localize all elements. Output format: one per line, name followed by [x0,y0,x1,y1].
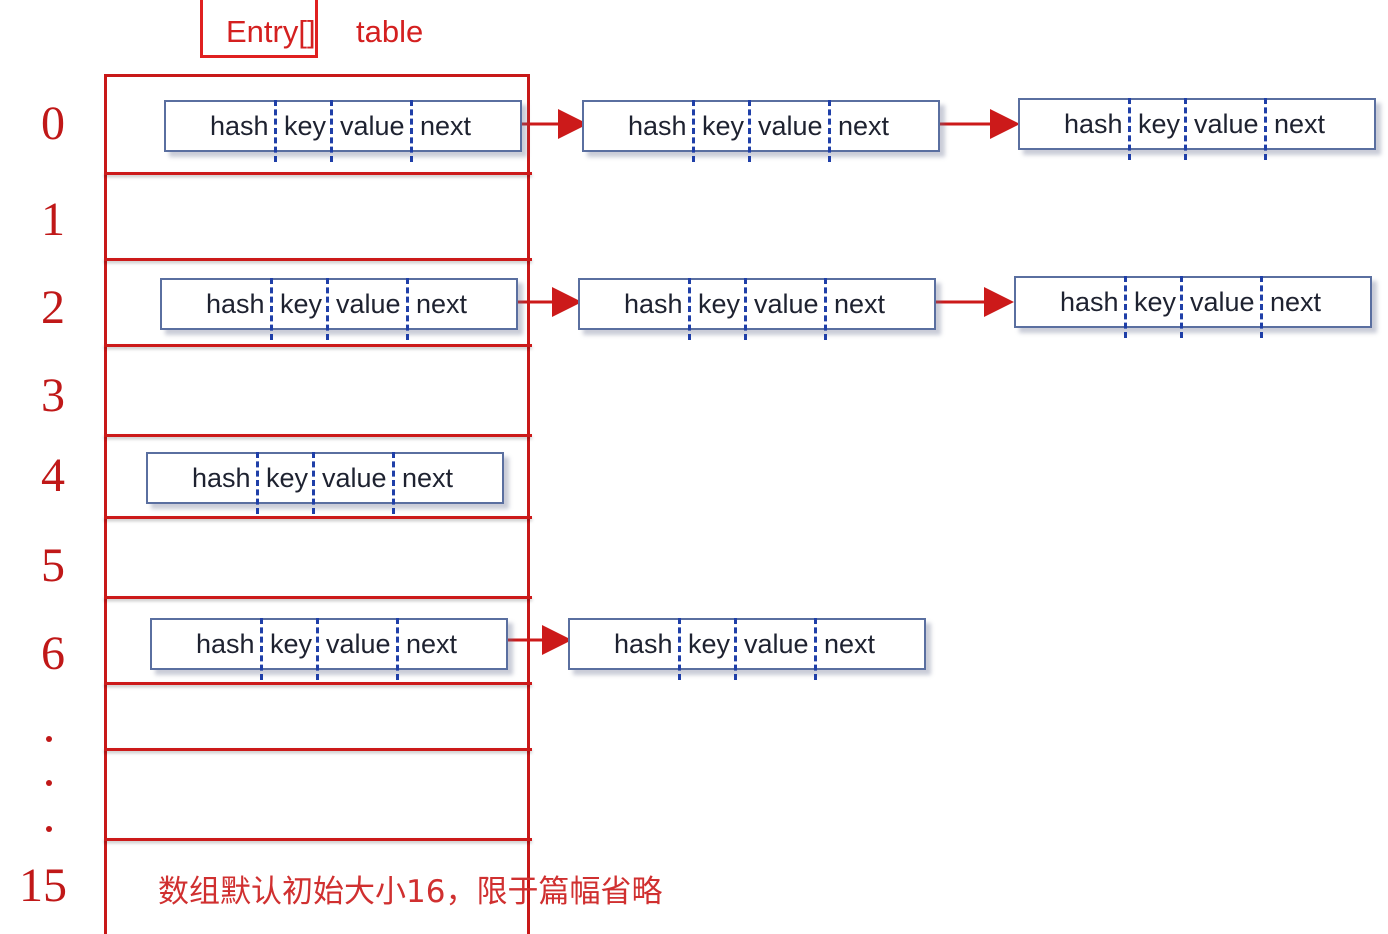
field-separator [1124,276,1127,338]
field-separator [326,278,329,340]
array-index-label: 2 [41,281,65,334]
entry-node: hash key value next [568,618,926,680]
array-slot-divider [104,748,532,751]
node-field-hash: hash [196,629,255,659]
node-field-key: key [1138,109,1181,139]
array-index-label: 5 [41,539,65,592]
node-field-value: value [754,289,819,319]
entry-type-highlight-box [200,0,318,58]
node-field-next: next [416,289,468,319]
title-name-label: table [356,14,424,49]
node-field-hash: hash [614,629,673,659]
field-separator [748,100,751,162]
array-index-label: 15 [19,859,67,912]
node-field-value: value [326,629,391,659]
node-field-key: key [1134,287,1177,317]
node-field-hash: hash [210,111,269,141]
field-separator [1180,276,1183,338]
node-field-key: key [266,463,309,493]
node-field-next: next [406,629,458,659]
entry-node: hash key value next [578,278,936,340]
field-separator [1184,98,1187,160]
entry-node: hash key value next [582,100,940,162]
entry-node: hash key value next [1018,98,1376,160]
field-separator [330,100,333,162]
array-slot-divider [104,344,532,347]
array-index-label: 4 [41,449,65,502]
field-separator [688,278,691,340]
array-slot-divider [104,258,532,261]
array-index-label: 1 [41,193,65,246]
array-slot-divider [104,434,532,437]
node-field-next: next [1270,287,1322,317]
field-separator [1264,98,1267,160]
field-separator [270,278,273,340]
ellipsis-dot [46,780,52,786]
field-separator [1260,276,1263,338]
array-index-label: 6 [41,627,65,680]
node-field-hash: hash [624,289,683,319]
node-field-value: value [322,463,387,493]
node-field-key: key [698,289,741,319]
array-slot-divider [104,682,532,685]
array-index-label: 3 [41,369,65,422]
field-separator [734,618,737,680]
node-field-hash: hash [628,111,687,141]
entry-node: hash key value next [1014,276,1372,338]
field-separator [744,278,747,340]
node-field-next: next [838,111,890,141]
field-separator [828,100,831,162]
array-size-note: 数组默认初始大小16，限于篇幅省略 [158,874,663,910]
entry-node: hash key value next [150,618,508,680]
node-field-key: key [688,629,731,659]
node-field-next: next [1274,109,1326,139]
field-separator [312,452,315,514]
node-field-hash: hash [206,289,265,319]
array-slot-divider [104,172,532,175]
array-table [104,74,530,934]
field-separator [678,618,681,680]
node-field-next: next [824,629,876,659]
field-separator [396,618,399,680]
title-type-label: Entry[] [226,14,316,49]
node-field-key: key [280,289,323,319]
ellipsis-dot [46,826,52,832]
node-field-next: next [834,289,886,319]
node-field-hash: hash [1064,109,1123,139]
field-separator [824,278,827,340]
node-field-value: value [1190,287,1255,317]
node-field-next: next [420,111,472,141]
field-separator [260,618,263,680]
node-field-key: key [270,629,313,659]
node-field-hash: hash [192,463,251,493]
array-slot-divider [104,838,532,841]
field-separator [256,452,259,514]
entry-node: hash key value next [146,452,504,514]
field-separator [410,100,413,162]
field-separator [692,100,695,162]
node-field-value: value [340,111,405,141]
node-field-key: key [702,111,745,141]
field-separator [1128,98,1131,160]
field-separator [392,452,395,514]
array-slot-divider [104,516,532,519]
array-slot-divider [104,596,532,599]
field-separator [274,100,277,162]
field-separator [316,618,319,680]
entry-node: hash key value next [164,100,522,162]
ellipsis-dot [46,736,52,742]
node-field-value: value [336,289,401,319]
node-field-value: value [744,629,809,659]
node-field-hash: hash [1060,287,1119,317]
entry-node: hash key value next [160,278,518,340]
array-index-label: 0 [41,97,65,150]
field-separator [406,278,409,340]
field-separator [814,618,817,680]
node-field-next: next [402,463,454,493]
node-field-key: key [284,111,327,141]
node-field-value: value [1194,109,1259,139]
node-field-value: value [758,111,823,141]
